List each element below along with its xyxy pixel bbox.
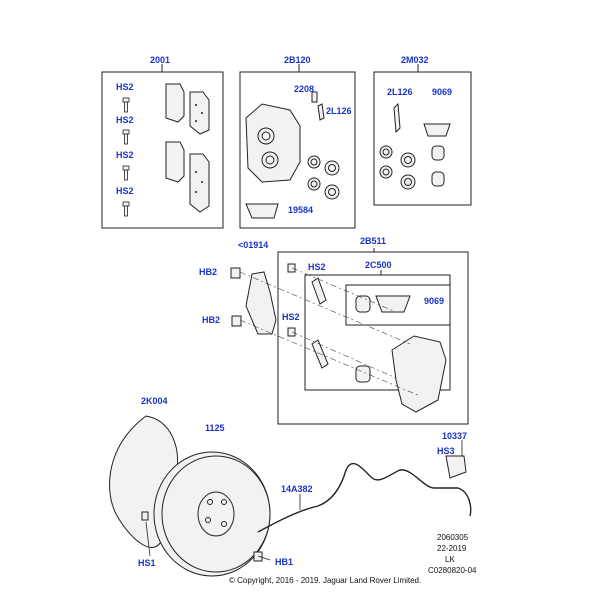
brake-disc [153,451,271,577]
pad-dots [195,104,203,193]
grease-pack-19584 [245,203,279,219]
callout-9069[interactable]: 9069 [432,87,453,97]
callout-hs1[interactable]: HS1 [138,558,156,568]
piston-seals [307,155,340,200]
callout-2b511[interactable]: 2B511 [360,236,387,246]
callout-14a382[interactable]: 14A382 [281,484,313,494]
ref-date: 22-2019 [437,544,467,553]
callout-hs2[interactable]: HS2 [116,82,134,92]
caliper [245,103,301,183]
callout-2001[interactable]: 2001 [150,55,171,65]
callout-10337[interactable]: 10337 [442,431,468,441]
brake-pads [165,83,210,213]
callout-2k004[interactable]: 2K004 [141,396,168,406]
drawing-number: C0280820-04 [428,566,477,575]
caliper-carrier [391,335,447,413]
box-2c500 [304,274,451,391]
callout-hs2[interactable]: HS2 [116,150,134,160]
callout-hb2[interactable]: HB2 [199,267,218,277]
callout-19584[interactable]: 19584 [288,205,314,215]
callout-hs2[interactable]: HS2 [116,186,134,196]
harness-bracket-10337 [445,455,467,479]
box-2m032 [373,71,472,206]
box-2b120 [239,71,356,229]
callout-hs2[interactable]: HS2 [308,262,326,272]
leader-lines [145,440,463,561]
guide-boots [355,295,411,383]
callout-2b120[interactable]: 2B120 [284,55,311,65]
callout-2m032[interactable]: 2M032 [401,55,429,65]
callout-2c500[interactable]: 2C500 [365,260,392,270]
ref-initials: LK [445,555,455,564]
seal-kit [379,102,451,190]
ref-code: 2060305 [437,533,469,542]
callout-hs2[interactable]: HS2 [116,115,134,125]
copyright-notice: © Copyright, 2016 - 2019. Jaguar Land Ro… [229,576,422,585]
box-2b511 [277,251,469,425]
callout-2l126[interactable]: 2L126 [326,106,352,116]
wear-sensor-harness [257,462,472,533]
callout-hs3[interactable]: HS3 [437,446,455,456]
callout-hb2[interactable]: HB2 [202,315,221,325]
callout-01914[interactable]: <01914 [238,240,269,250]
caliper-bleed-parts [311,91,325,121]
callout-hs2[interactable]: HS2 [282,312,300,322]
disc-screws [141,511,263,562]
callout-hb1[interactable]: HB1 [275,557,294,567]
callout-1125[interactable]: 1125 [205,423,225,433]
assembly-axis-lines [239,267,421,397]
callout-2l126[interactable]: 2L126 [387,87,413,97]
callout-9069[interactable]: 9069 [424,296,445,306]
box-2c500-inner [345,284,451,326]
hs2-bolts [122,97,130,217]
callout-2208[interactable]: 2208 [294,84,315,94]
shield-bracket [230,267,277,335]
